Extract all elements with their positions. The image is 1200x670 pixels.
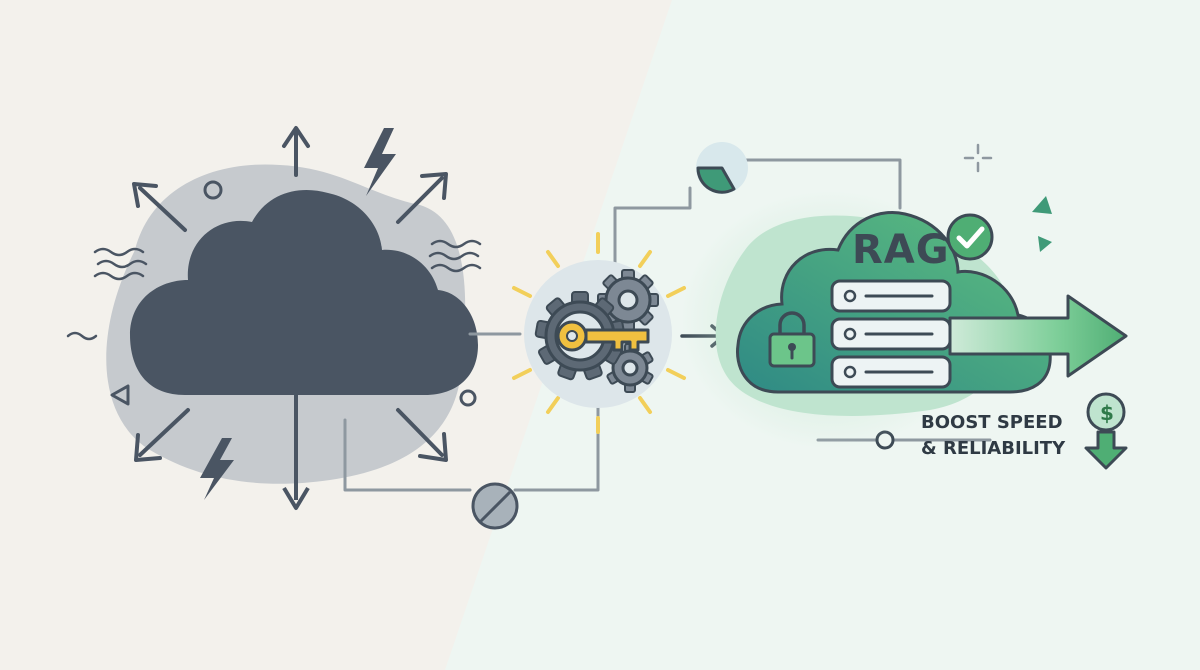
caption-line-1: BOOST SPEED [921,412,1063,433]
line-bottom-left [343,418,472,492]
bottom-node [471,482,519,530]
line-top-to-rag [743,158,902,210]
rag-label: RAG [852,227,950,273]
wave-left-1 [93,247,145,257]
arrow-up-left [132,182,187,232]
line-bottom-right [513,406,600,492]
dollar-down-icon: $ [1084,392,1128,470]
sparkle-icon [963,143,993,173]
arrow-up-right [396,172,448,224]
left-cloud-group [66,126,482,510]
server-row-2 [830,317,952,351]
lightning-icon-top [364,128,396,196]
server-row-3 [830,355,952,389]
check-icon [946,213,994,261]
wave-left-3 [93,271,145,281]
glow-rays [512,232,686,434]
wave-small [66,331,98,341]
arrow-down-right [396,408,448,462]
arrow-up [282,126,310,177]
lightning-icon-bottom [200,438,234,500]
wave-right-3 [430,263,482,273]
small-circle-top [203,180,223,200]
rag-cloud-group: RAG [680,190,1128,450]
green-triangle-small [1038,236,1052,252]
lock-icon [768,311,816,368]
wave-right-1 [430,239,482,249]
gears-key-icon [512,232,686,434]
cloud-icon [130,189,478,395]
line-to-top-node [613,186,692,282]
key-icon [556,320,650,352]
wave-left-2 [96,259,148,269]
dollar-symbol: $ [1100,401,1114,425]
server-row-1 [830,279,952,313]
green-triangle-large [1032,196,1052,214]
connector-lines [343,158,992,492]
wave-right-2 [428,251,480,261]
arrow-right-icon [948,294,1128,378]
small-circle-right [459,389,477,407]
small-triangle [110,384,130,406]
down-arrow-head [282,486,310,510]
arrow-down-left [134,408,190,462]
top-node [696,142,748,194]
server-stack [830,279,952,389]
right-decorations [963,143,1052,252]
caption-line-2: & RELIABILITY [921,438,1066,459]
